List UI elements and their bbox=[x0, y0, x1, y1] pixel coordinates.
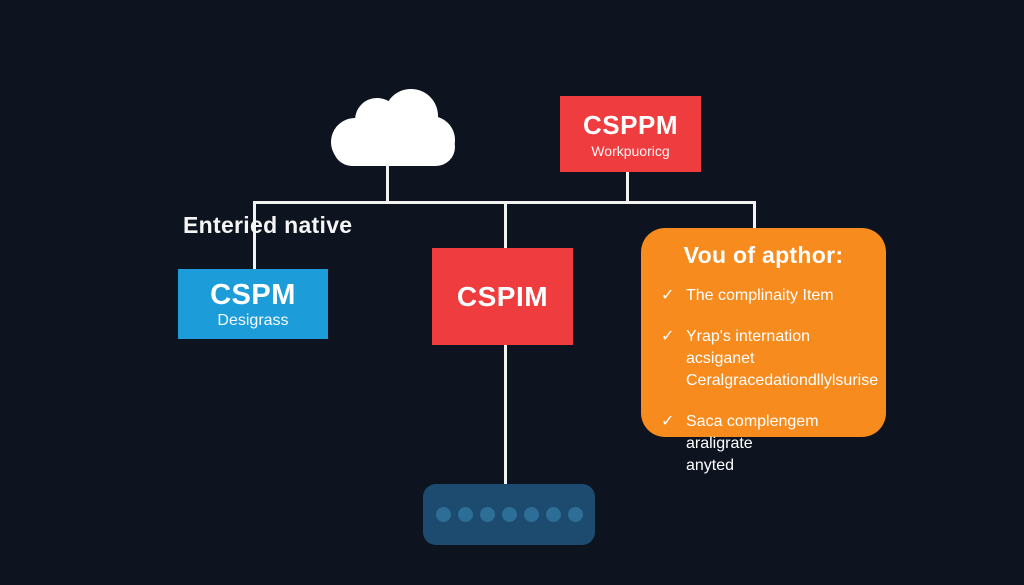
node-csppm-title: CSPPM bbox=[583, 109, 678, 140]
node-cspm-subtitle: Desigrass bbox=[217, 311, 289, 329]
checklist-panel-title: Vou of apthor: bbox=[683, 242, 844, 268]
checklist-items: ✓ The complinaity Item ✓ Yrap's internat… bbox=[661, 285, 878, 477]
connector-drop-middle bbox=[504, 201, 507, 249]
checkmark-icon: ✓ bbox=[661, 287, 675, 304]
checklist-item-text: The complinaity Item bbox=[686, 287, 834, 304]
node-cspm-title: CSPM bbox=[210, 278, 296, 311]
node-cspm: CSPM Desigrass bbox=[178, 269, 328, 339]
checklist-item: ✓ The complinaity Item bbox=[661, 285, 866, 307]
connector-drop-left bbox=[253, 201, 256, 270]
bar-dot bbox=[435, 507, 451, 522]
node-csppm-subtitle: Workpuoricg bbox=[591, 142, 670, 159]
checklist-panel: Vou of apthor: ✓ The complinaity Item ✓ … bbox=[641, 228, 886, 474]
side-label: Enteried native bbox=[183, 212, 353, 238]
node-csppm: CSPPM Workpuoricg bbox=[560, 96, 701, 172]
bar-dot bbox=[479, 507, 495, 522]
connector-topbox-stem bbox=[626, 172, 629, 204]
bar-dot bbox=[545, 507, 561, 522]
node-cspim-title: CSPIM bbox=[456, 280, 549, 312]
dotted-bar bbox=[423, 484, 595, 545]
bar-dot bbox=[501, 507, 517, 522]
bar-dot bbox=[457, 507, 473, 522]
connector-middle-to-bar bbox=[504, 344, 507, 485]
bar-dot bbox=[523, 507, 539, 522]
bar-dot bbox=[567, 507, 583, 522]
checkmark-icon: ✓ bbox=[661, 413, 675, 430]
node-cspim: CSPIM bbox=[432, 248, 573, 345]
cloud-icon bbox=[331, 89, 455, 166]
connector-cloud-stem bbox=[386, 163, 389, 204]
checkmark-icon: ✓ bbox=[661, 328, 675, 345]
connector-drop-right bbox=[753, 201, 756, 229]
